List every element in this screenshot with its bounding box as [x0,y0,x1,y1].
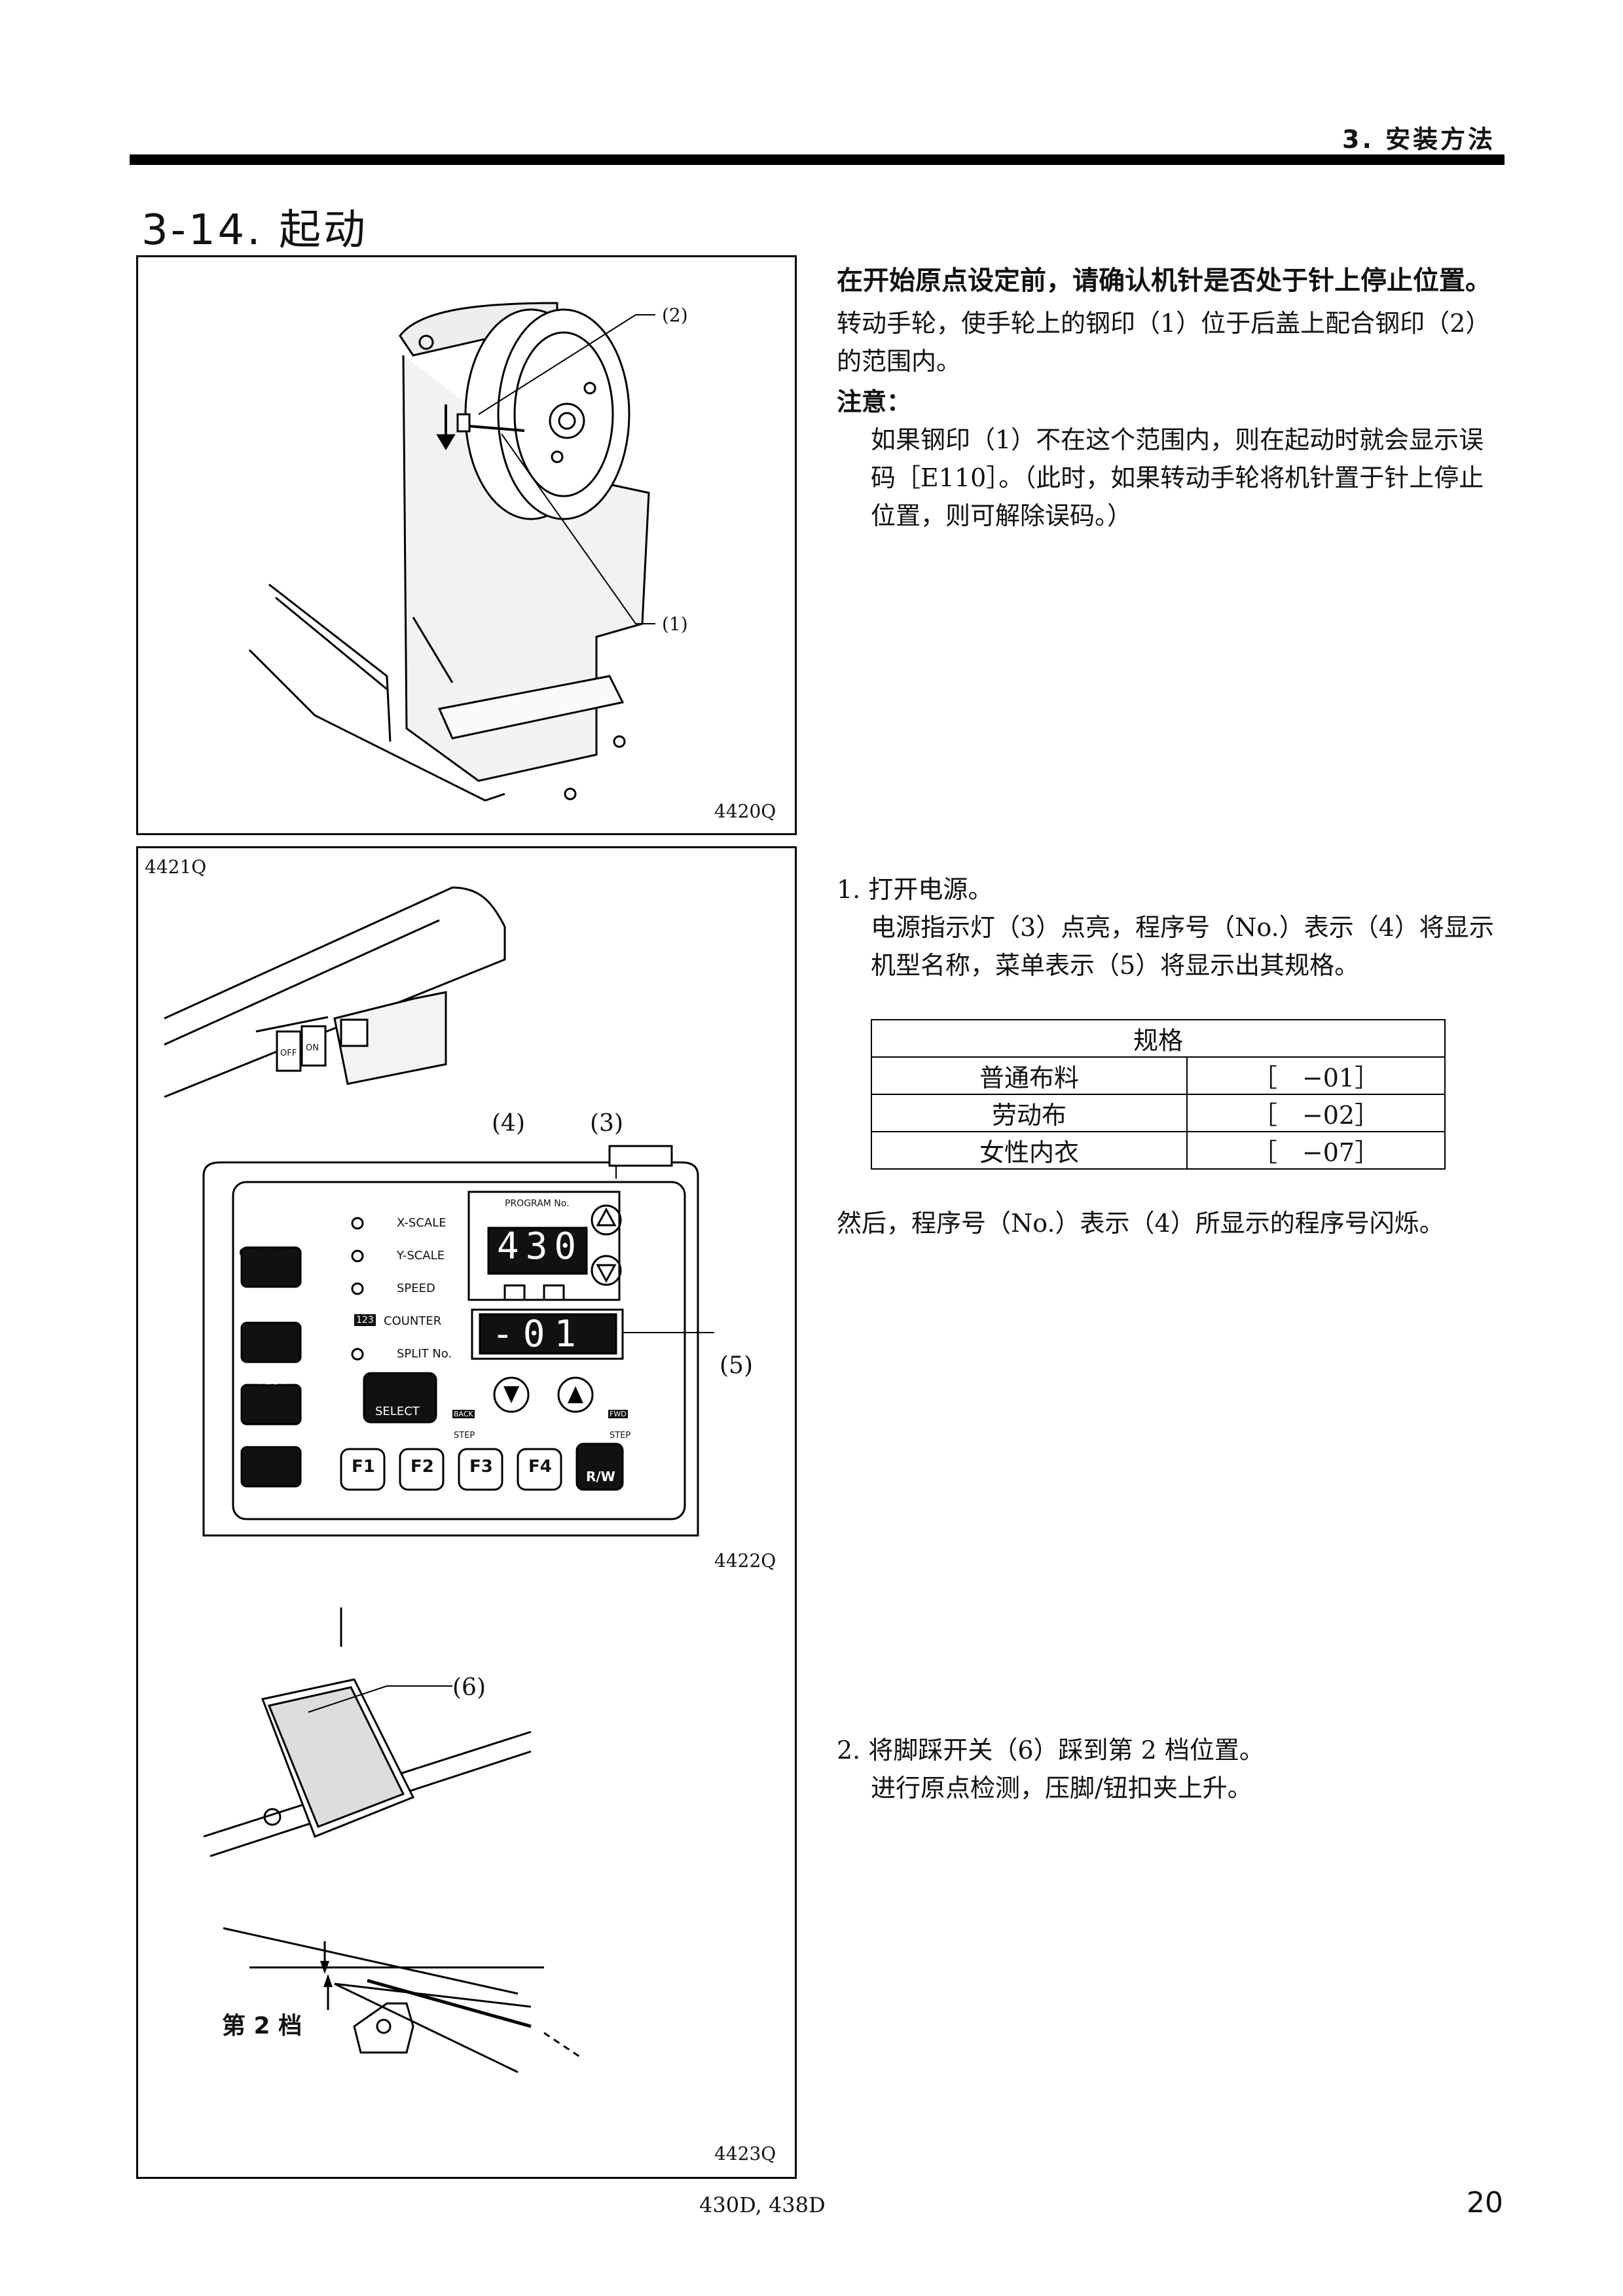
spec-code: ［ −01］ [1186,1056,1446,1095]
section-title: 3-14. 起动 [141,206,368,255]
table-row: 女性内衣 ［ −07］ [871,1131,1446,1170]
step2-line2: 进行原点检测，压脚/钮扣夹上升。 [871,1774,1252,1803]
caution-label: CAUTION [239,1246,293,1260]
page-number: 20 [1467,2186,1503,2219]
step1-line2: 电源指示灯（3）点亮，程序号（No.）表示（4）将显示 [871,913,1494,942]
fwd-label: FWD [608,1410,628,1418]
spec-name: 劳动布 [871,1094,1188,1132]
figure-startup: 4421Q OFF ON (4) (3) (5) [136,846,797,2179]
note-line2: 码［E110］。（此时，如果转动手轮将机针置于针上停止 [871,463,1484,492]
fwd-step-label: STEP [610,1431,631,1441]
gear-label: 第 2 档 [222,2013,302,2039]
intro-heading: 在开始原点设定前，请确认机针是否处于针上停止位置。 [837,266,1491,296]
spec-name: 普通布料 [871,1056,1188,1095]
callout-5: (5) [720,1352,753,1379]
table-row: 普通布料 ［ −01］ [871,1056,1446,1095]
counter-label: COUNTER [384,1314,442,1328]
figure-handwheel: (2) (1) 4420Q [136,255,797,835]
spec-name: 女性内衣 [871,1131,1188,1170]
power-switch-illustration [164,886,506,1098]
counter-badge: 123 [354,1314,376,1326]
step1-line3: 机型名称，菜单表示（5）将显示出其规格。 [871,951,1360,980]
callout-1: (1) [662,613,688,635]
y-scale-label: Y-SCALE [397,1249,445,1263]
header-rule [130,154,1504,165]
test-button: TEST [257,1374,287,1388]
f3-button: F3 [469,1457,493,1477]
operation-panel-illustration [202,1145,714,1537]
note-label: 注意： [837,387,912,416]
tension-wind-button: TENSION / WIND [243,1499,308,1509]
figure-code-top: 4421Q [145,856,207,878]
back-step-label: STEP [454,1431,475,1441]
figure-code-bottom: 4423Q [714,2143,776,2164]
program-no-label: PROGRAM No. [505,1198,570,1209]
note-line3: 位置，则可解除误码。） [871,501,1133,530]
spec-code: ［ −02］ [1186,1094,1446,1132]
after-table-text: 然后，程序号（No.）表示（4）所显示的程序号闪烁。 [837,1209,1444,1238]
f1-button: F1 [352,1457,375,1477]
on-label: ON [306,1043,319,1053]
step2-line1: 2. 将脚踩开关（6）踩到第 2 档位置。 [837,1736,1264,1765]
x-scale-label: X-SCALE [397,1216,447,1230]
spec-table-header: 规格 [871,1019,1446,1058]
spec-table: 规格 普通布料 ［ −01］ 劳动布 ［ −02］ 女性内衣 ［ −07］ [871,1019,1446,1170]
f2-button: F2 [410,1457,434,1477]
back-label: BACK [452,1410,475,1418]
speed-label: SPEED [397,1282,435,1295]
thread-clamp-button: THREAD / CLAMP [243,1437,310,1446]
handwheel-illustration [248,302,655,802]
header-section-title: 3. 安装方法 [1342,125,1496,154]
off-label: OFF [280,1049,297,1058]
foot-pedal-illustration [203,1607,584,2073]
spec-code: ［ −07］ [1186,1131,1446,1170]
note-line1: 如果钢印（1）不在这个范围内，则在起动时就会显示误 [871,425,1484,454]
rw-button: R/W [586,1469,615,1484]
program-display: 430 [497,1225,583,1268]
split-label: SPLIT No. [397,1347,452,1361]
menu-display: -01 [492,1313,586,1355]
reset-button: RESET [252,1299,290,1312]
f4-button: F4 [528,1457,552,1477]
select-button: SELECT [375,1405,420,1418]
step1-line1: 1. 打开电源。 [837,875,993,904]
intro-line2: 的范围内。 [837,347,962,376]
table-row: 劳动布 ［ −02］ [871,1094,1446,1132]
figure-code-panel: 4422Q [714,1550,776,1571]
figure-code: 4420Q [714,800,776,822]
callout-3: (3) [590,1110,623,1137]
footer-model: 430D, 438D [699,2193,826,2217]
callout-6: (6) [452,1674,486,1701]
intro-line1: 转动手轮，使手轮上的钢印（1）位于后盖上配合钢印（2） [837,309,1491,338]
callout-4: (4) [492,1110,525,1137]
callout-2: (2) [662,304,688,326]
